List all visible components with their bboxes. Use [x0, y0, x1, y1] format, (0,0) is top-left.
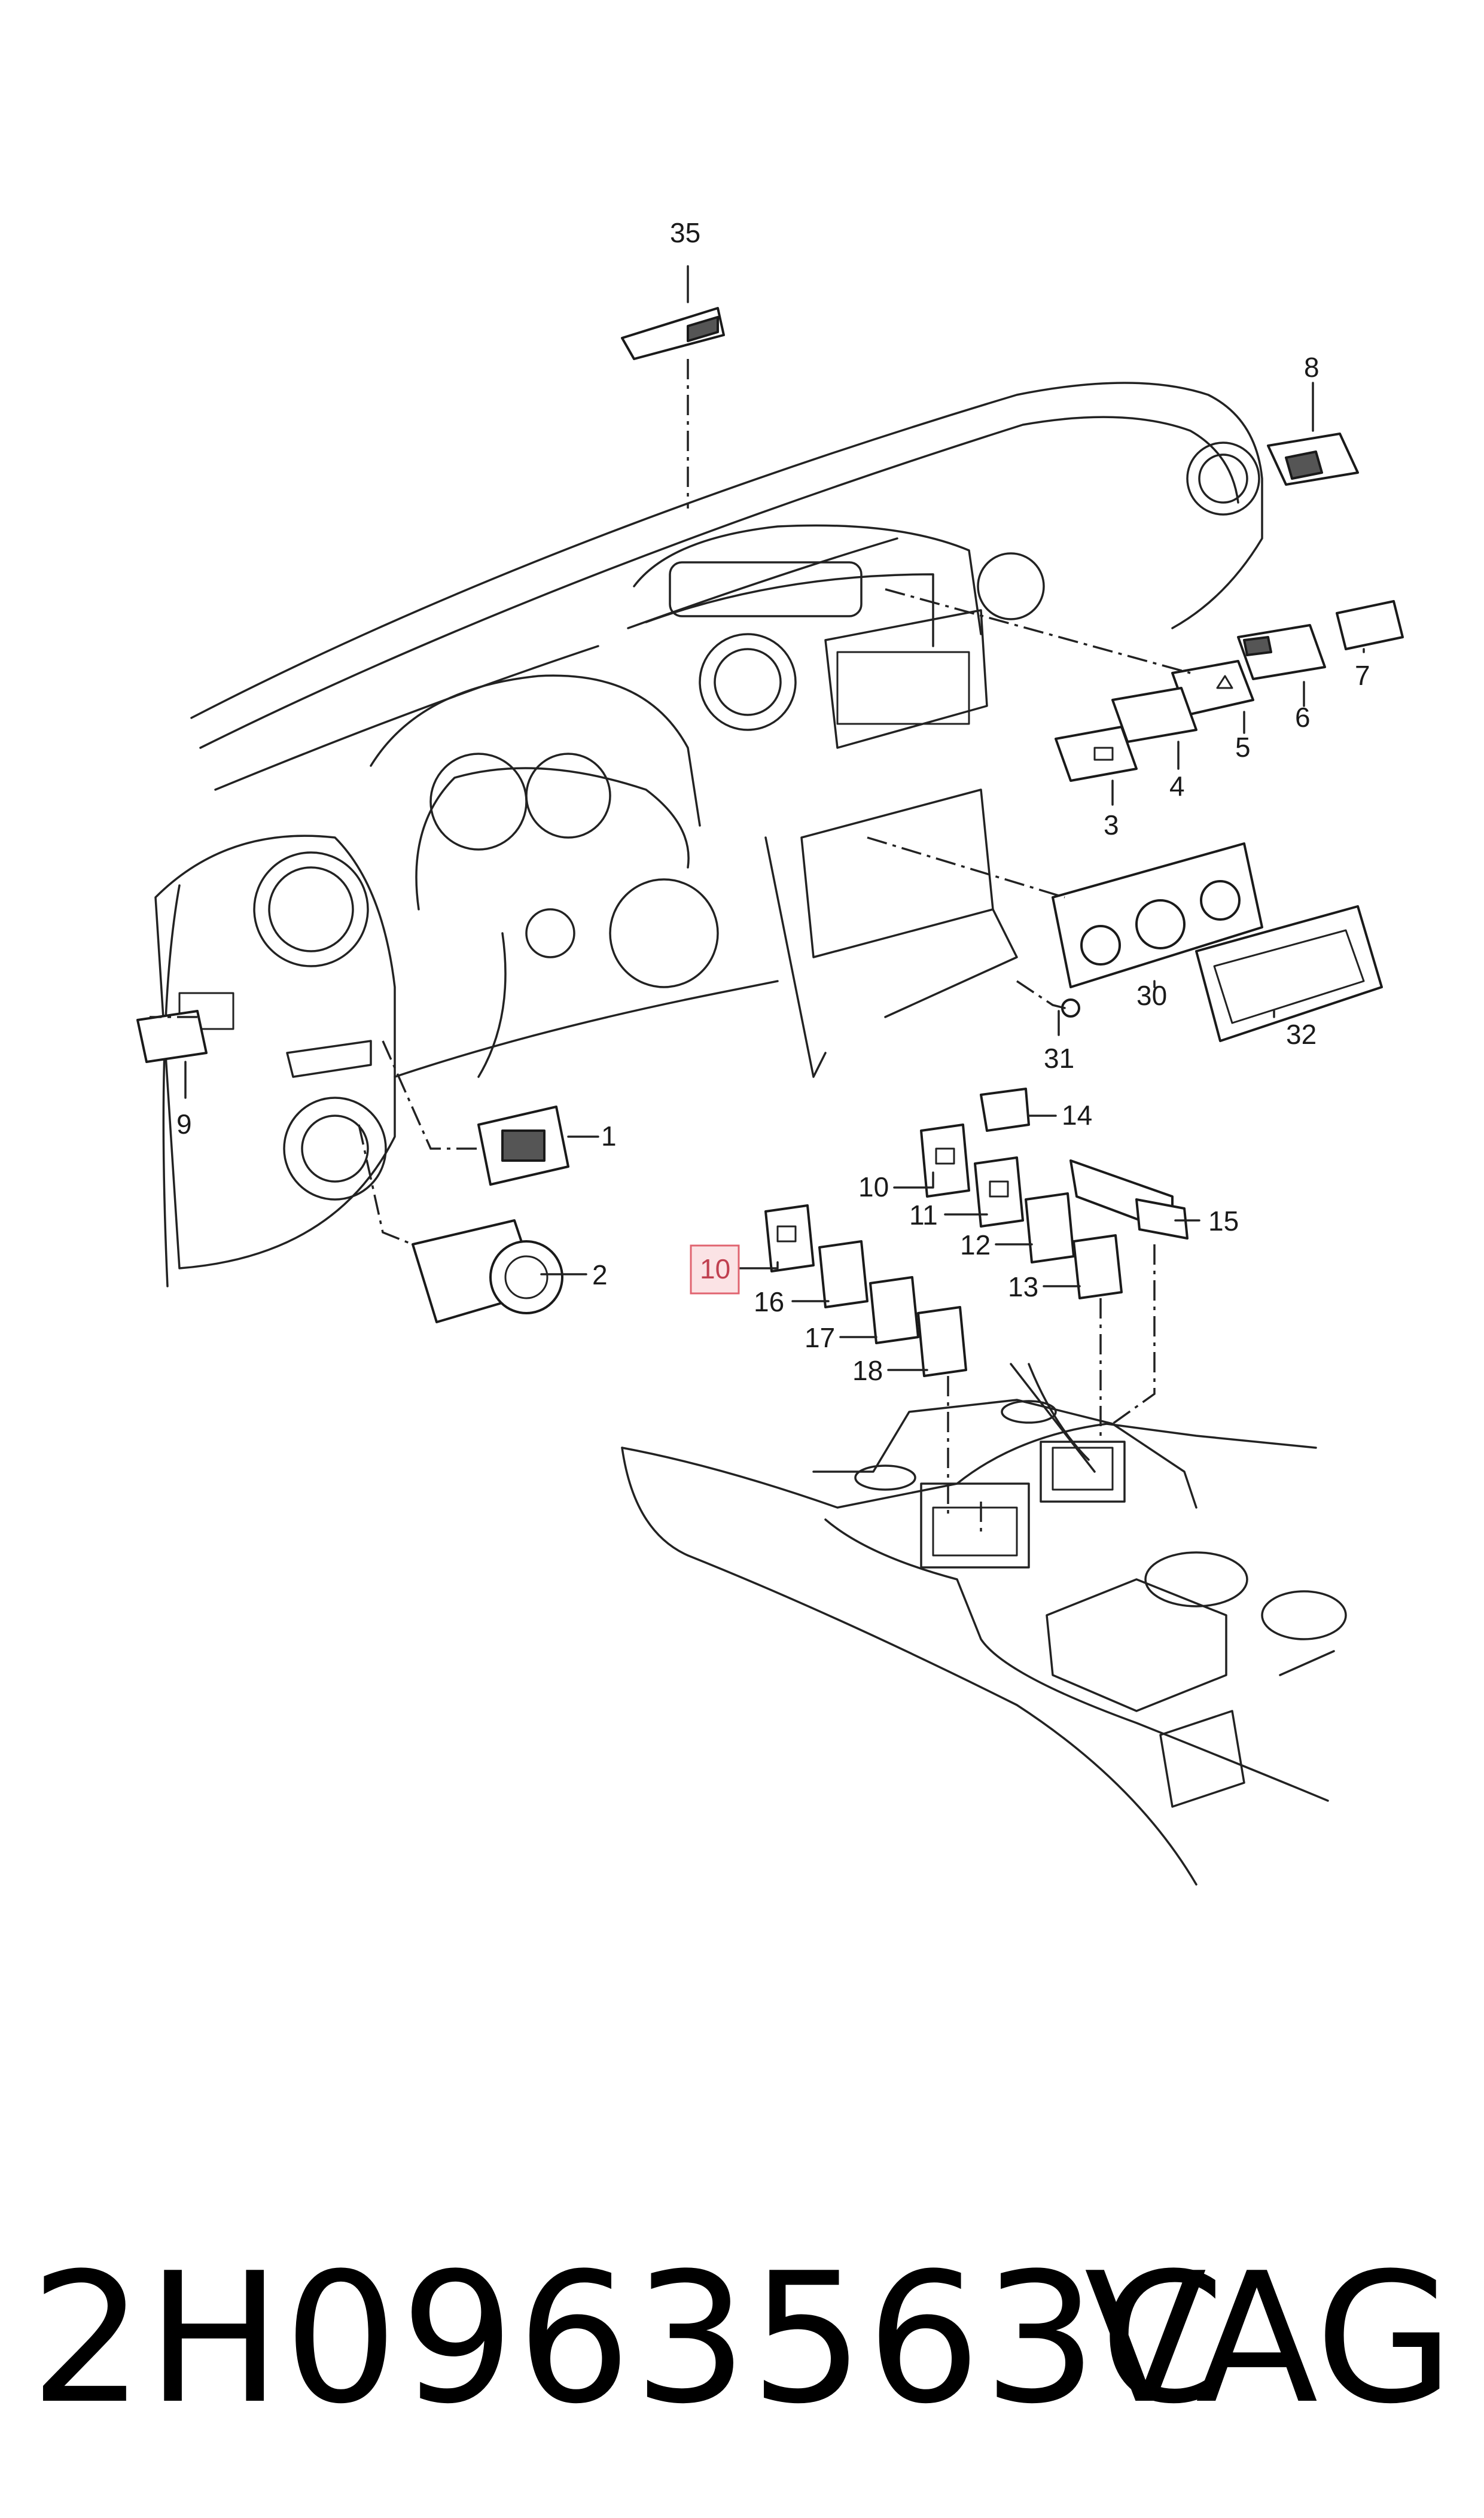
part-10-switch-highlighted [764, 1204, 815, 1272]
part-3-switch [1055, 726, 1138, 782]
callout-18: 18 [852, 1355, 883, 1386]
part-30-climate-control [1052, 842, 1263, 988]
callout-14: 14 [1062, 1100, 1092, 1131]
part-2-light-switch [412, 1219, 563, 1323]
leader-lines [150, 265, 1365, 1531]
highlight-box [690, 1244, 740, 1295]
part-32-trim-frame [1195, 905, 1383, 1042]
part-17-switch [869, 1276, 919, 1344]
part-16-switch [818, 1240, 869, 1308]
callout-7: 7 [1355, 660, 1370, 691]
callout-17: 17 [805, 1322, 835, 1353]
part-14-blank [980, 1088, 1030, 1132]
center-console [621, 1363, 1347, 1886]
part-11-switch [974, 1156, 1024, 1228]
callout-8: 8 [1304, 352, 1320, 383]
callout-9: 9 [176, 1109, 192, 1140]
callout-11: 11 [909, 1199, 938, 1231]
callout-4: 4 [1169, 771, 1185, 802]
brand-label: VAG [1084, 2234, 1454, 2443]
callout-5: 5 [1235, 732, 1251, 763]
callout-31: 31 [1044, 1043, 1074, 1074]
dashboard-outline [154, 382, 1263, 1287]
part-7-blank-cap [1336, 600, 1404, 650]
callout-2: 2 [592, 1259, 608, 1290]
callout-3: 3 [1104, 809, 1119, 841]
footer: 2H0963563C VAG [0, 2213, 1484, 2465]
part-8-switch [1267, 433, 1359, 486]
part-number: 2H0963563C [30, 2234, 1228, 2443]
callout-35: 35 [670, 217, 700, 248]
part-18-switch [917, 1306, 967, 1377]
part-9-switch [136, 1010, 208, 1063]
part-35-cover-strip [621, 307, 725, 360]
part-12-switch [1025, 1192, 1075, 1263]
part-13-switch [1072, 1234, 1123, 1299]
part-15-switch-bank [1069, 1159, 1189, 1240]
part-5-hazard-switch [1171, 660, 1254, 716]
callout-1: 1 [601, 1121, 617, 1152]
callout-16: 16 [754, 1286, 784, 1317]
callout-12: 12 [960, 1229, 991, 1260]
part-6-switch [1237, 624, 1326, 680]
callout-30: 30 [1136, 980, 1167, 1011]
callout-32: 32 [1286, 1019, 1317, 1050]
callout-13: 13 [1008, 1271, 1038, 1302]
callout-10-highlighted: 10 [700, 1253, 730, 1284]
callout-6: 6 [1295, 702, 1311, 733]
callout-labels: 35 8 7 6 5 4 3 30 32 31 9 1 2 14 10 11 1… [176, 217, 1370, 1386]
part-10-switch-upper [920, 1123, 970, 1198]
part-31-screw [1052, 998, 1080, 1018]
part-1-switch [477, 1106, 569, 1186]
exploded-parts-diagram: 35 8 7 6 5 4 3 30 32 31 9 1 2 14 10 11 1… [136, 217, 1404, 1886]
callout-15: 15 [1208, 1205, 1239, 1237]
callout-10-upper: 10 [858, 1171, 889, 1202]
